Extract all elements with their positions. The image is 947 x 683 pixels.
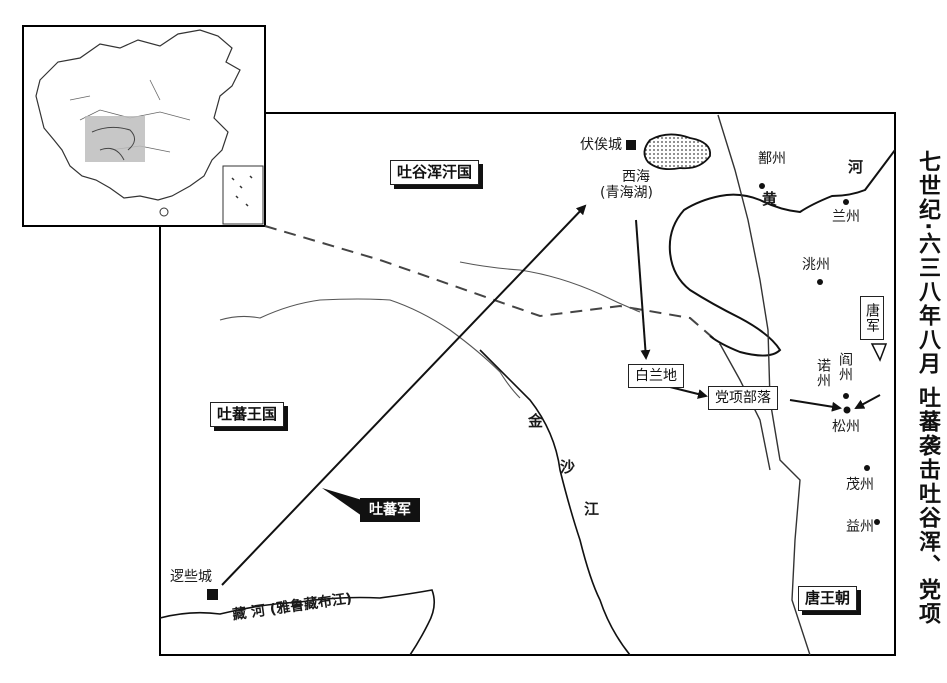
label-jinsha-1: 金 [528,412,544,430]
map-title: 七世纪·六三八年八月 吐蕃袭击吐谷浑、党项 [915,150,940,627]
label-yizhou: 益州 [846,519,874,535]
region-tuyuhun: 吐谷浑汗国 [390,160,480,185]
label-luoxie: 逻些城 [170,569,212,585]
label-dangxiang: 党项部落 [708,386,778,410]
main-map-frame [159,112,896,656]
taozhou-marker [817,279,823,285]
zangbo-river [159,589,436,656]
label-bailan: 白兰地 [628,364,684,388]
label-xihai-alt: (青海湖) [600,185,653,201]
yellow-river [668,149,896,357]
region-tubo: 吐蕃王国 [210,402,285,427]
inset-connector-line [264,225,721,345]
attack-route-songzhou [789,399,842,412]
label-jinsha-2: 沙 [560,458,576,476]
label-jinsha-3: 江 [584,500,600,518]
label-tubo-army: 吐蕃军 [360,498,420,522]
label-nuozhou: 诺州 [815,358,831,388]
label-xihai: 西海 [622,169,650,185]
label-huanghe-1: 河 [848,158,864,176]
lanzhou-marker [843,199,849,205]
kuozhou-marker [843,393,849,399]
maozhou-marker [864,465,870,471]
label-fusi: 伏俟城 [580,137,622,153]
luoxie-marker [207,589,218,600]
label-songzhou: 松州 [832,419,860,435]
label-huanghe-2: 黄 [762,190,778,208]
inset-highlight-area [85,116,145,162]
fusi-marker [626,140,636,150]
tang-army-pointer [870,343,888,362]
label-shanzhou: 鄯州 [758,151,786,167]
inset-hainan [159,207,169,217]
tubo-army-pointer [322,488,362,516]
upper-river-2 [459,261,641,313]
tang-army-route [854,394,881,409]
yizhou-marker [874,519,880,525]
attack-route-bailan [635,219,651,360]
upper-river [219,298,521,399]
inset-south-sea-box [222,165,264,225]
inset-rivers [91,126,135,161]
songzhou-marker [843,406,851,414]
label-lanzhou: 兰州 [832,209,860,225]
shanzhou-marker [759,183,765,189]
label-kuozhou: 阎州 [837,352,853,382]
region-tang: 唐王朝 [798,586,858,611]
qinghai-lake [643,133,712,171]
label-maozhou: 茂州 [846,477,874,493]
label-tang-army: 唐军 [860,296,884,340]
tubo-army-route [221,204,587,586]
inset-china-outline [35,29,241,201]
inset-south-sea-islands [231,175,253,207]
label-taozhou: 洮州 [802,257,830,273]
jinsha-river [479,349,631,656]
